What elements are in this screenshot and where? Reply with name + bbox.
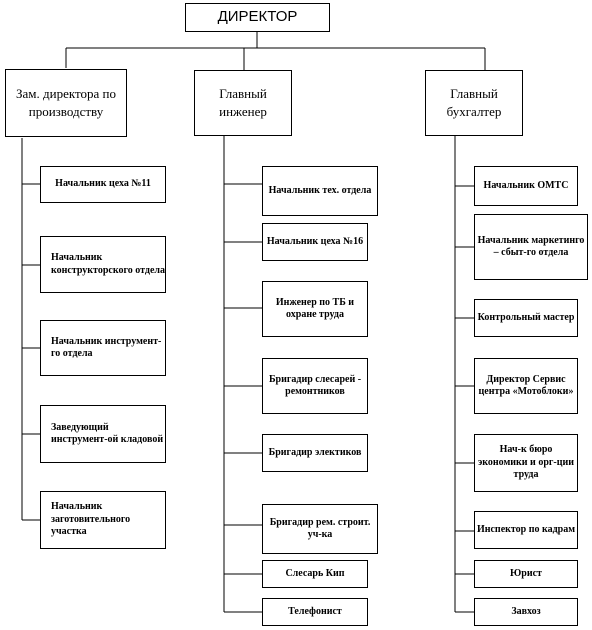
org-unit-label: Начальник маркетинго – сбыт-го отдела <box>477 234 585 259</box>
org-unit-label: Завхоз <box>511 605 541 617</box>
org-unit-box: Начальник ОМТС <box>474 166 578 206</box>
org-unit-label: Начальник конструкторского отдела <box>51 252 166 276</box>
org-unit-box: Завхоз <box>474 598 578 626</box>
org-unit-label: Нач-к бюро экономики и орг-ции труда <box>477 444 575 481</box>
chief-engineer-label: Главный инженер <box>219 86 267 119</box>
org-unit-box: Начальник заготовительного участка <box>40 491 166 549</box>
org-unit-label: Инспектор по кадрам <box>476 523 576 535</box>
org-unit-box: Начальник цеха №11 <box>40 166 166 203</box>
chief-accountant-label: Главный бухгалтер <box>446 86 502 119</box>
org-unit-box: Телефонист <box>262 598 368 626</box>
org-unit-label: Инженер по ТБ и охране труда <box>275 296 355 321</box>
org-unit-label: Контрольный мастер <box>477 311 575 323</box>
org-unit-label: Начальник ОМТС <box>483 179 569 191</box>
org-unit-label: Бригадир слесарей - ремонтников <box>268 373 362 398</box>
org-unit-box: Начальник цеха №16 <box>262 223 368 261</box>
org-unit-box: Контрольный мастер <box>474 299 578 337</box>
org-unit-label: Заведующий инструмент-ой кладовой <box>51 421 164 446</box>
org-unit-label: Начальник цеха №11 <box>55 178 151 190</box>
org-unit-box: Юрист <box>474 560 578 588</box>
org-unit-label: Телефонист <box>288 605 342 617</box>
org-unit-box: Начальник конструкторского отдела <box>40 236 166 293</box>
org-unit-label: Юрист <box>510 567 542 579</box>
org-unit-box: Директор Сервис центра «Мотоблоки» <box>474 358 578 414</box>
org-unit-label: Начальник заготовительного участка <box>51 501 131 538</box>
org-unit-label: Начальник тех. отдела <box>268 184 372 196</box>
org-unit-box: Бригадир слесарей - ремонтников <box>262 358 368 414</box>
org-unit-box: Начальник маркетинго – сбыт-го отдела <box>474 214 588 280</box>
org-unit-box: Слесарь Кип <box>262 560 368 588</box>
chief-accountant-box: Главный бухгалтер <box>425 70 523 136</box>
org-unit-box: Бригадир электиков <box>262 434 368 472</box>
org-unit-box: Инспектор по кадрам <box>474 511 578 549</box>
org-unit-label: Бригадир рем. строит. уч-ка <box>269 516 371 541</box>
chief-engineer-box: Главный инженер <box>194 70 292 136</box>
org-unit-box: Начальник инструмент-го отдела <box>40 320 166 376</box>
org-unit-label: Начальник инструмент-го отдела <box>51 335 162 360</box>
org-unit-label: Бригадир электиков <box>268 446 362 458</box>
org-unit-box: Инженер по ТБ и охране труда <box>262 281 368 337</box>
org-unit-box: Заведующий инструмент-ой кладовой <box>40 405 166 463</box>
director-box: ДИРЕКТОР <box>185 3 330 32</box>
org-unit-label: Начальник цеха №16 <box>266 235 364 247</box>
org-unit-label: Директор Сервис центра «Мотоблоки» <box>478 373 574 398</box>
deputy-director-production-box: Зам. директора по производству <box>5 69 127 137</box>
deputy-director-production-label: Зам. директора по производству <box>16 86 116 119</box>
org-unit-box: Бригадир рем. строит. уч-ка <box>262 504 378 554</box>
org-unit-label: Слесарь Кип <box>285 567 345 579</box>
org-unit-box: Начальник тех. отдела <box>262 166 378 216</box>
director-label: ДИРЕКТОР <box>217 8 298 26</box>
org-unit-box: Нач-к бюро экономики и орг-ции труда <box>474 434 578 492</box>
